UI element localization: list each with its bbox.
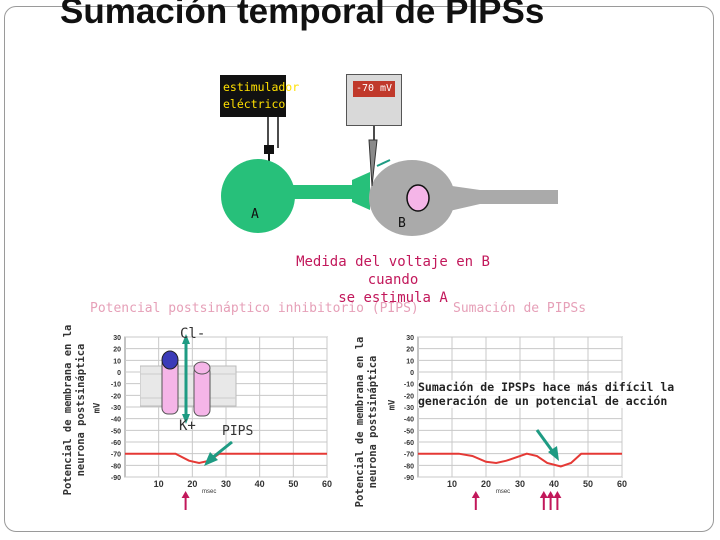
chart2-xtick-label: 50 [583,479,593,489]
diagram-caption: Medida del voltaje en B cuando se estimu… [278,253,508,307]
chart1-ytick-label: 30 [113,335,121,342]
channel-right-cap [193,361,211,375]
cl-flow-arrowhead-up [182,334,190,344]
channel-left-cap [161,350,179,370]
chart1-ytick-label: -40 [111,417,121,424]
chart2-stimulus-arrowhead [553,491,562,498]
chart1-xtick-label: 10 [154,479,164,489]
chart2-stimulus-arrowhead [539,491,548,498]
neuron-a-label: A [251,207,259,222]
chart1-ytick-label: -70 [111,452,121,459]
pips-pointer-arrow [211,440,233,460]
chart2-ytick-label: -20 [404,393,414,400]
neuron-b-axon-hillock [445,185,480,212]
slide-frame [4,6,714,532]
chart2-ytick-label: 20 [406,347,414,354]
chart1-ytick-label: -50 [111,428,121,435]
axon [285,185,360,199]
voltmeter: -70 mV [346,74,402,126]
caption-line1: Medida del voltaje en B cuando [296,254,490,288]
neuron-a-soma [221,159,295,233]
chart2-ytick-label: -90 [404,475,414,482]
chart1-ytick-label: 10 [113,358,121,365]
chart1-ytick-label: -30 [111,405,121,412]
chart2-title: Sumación de PIPSs [453,301,587,316]
chart1-ytick-label: -10 [111,382,121,389]
stimulator-box: estimulador eléctrico [220,75,300,117]
chart1-xtick-label: 40 [255,479,265,489]
neuron-b-label: B [398,216,406,231]
summation-pointer-arrow [535,429,555,453]
recording-electrode [368,139,378,187]
chart2-ytick-label: 10 [406,358,414,365]
chart2-ytick-label: -30 [404,405,414,412]
axon-terminal [352,172,370,210]
chart2-stimulus-arrowhead [546,491,555,498]
chart2-xtick-label: 20 [481,479,491,489]
chart2-xtick-label: 10 [447,479,457,489]
chart2-voltage-trace [418,452,622,468]
stimulator-label-line2: eléctrico [223,97,286,111]
chart1-xtick-label: 20 [187,479,197,489]
chart1-stimulus-arrowhead [181,491,190,498]
chart1-ytick-label: -80 [111,463,121,470]
ion-k-label: K+ [179,418,196,434]
chart2-ytick-label: -80 [404,463,414,470]
ion-cl-label: Cl- [180,326,206,342]
chart2-ytick-label: -10 [404,382,414,389]
neuron-b-nucleus [406,184,430,212]
chart2-ytick-label: 0 [410,370,414,377]
chart1-xtick-label: 50 [288,479,298,489]
chart1-ytick-label: 20 [113,347,121,354]
chart1-ytick-label: -20 [111,393,121,400]
ion-channel-illustration [140,334,237,424]
chart1-ytick-label: 0 [117,370,121,377]
recording-electrode-mark [376,159,391,167]
voltmeter-reading: -70 mV [353,81,395,97]
slide-title: Sumación temporal de PIPSs [60,0,545,31]
chart1-xtick-label: 30 [221,479,231,489]
chart1-xtick-label: 60 [322,479,332,489]
chart2-ytick-label: 30 [406,335,414,342]
summation-pointer-arrowhead [548,446,559,461]
k-flow-arrowhead-down [182,414,190,424]
chart1-xunit: msec [202,489,216,495]
chart2-ytick-label: -70 [404,452,414,459]
neuron-b-axon [478,190,558,204]
chart1-title: Potencial postsináptico inhibitorio (PIP… [90,301,419,316]
summation-annotation: Sumación de IPSPs hace más difícil la ge… [418,380,675,408]
chart2-xunit: msec [496,489,510,495]
chart2-xtick-label: 30 [515,479,525,489]
stimulator-label-line1: estimulador [223,80,300,94]
caption-line2: se estimula A [338,290,448,306]
chart1-voltage-trace [125,452,327,465]
chart1-ytick-label: -60 [111,440,121,447]
annotation-line2: generación de un potencial de acción [418,394,668,408]
pips-pointer-arrowhead [204,452,218,466]
chart2-ytick-label: -50 [404,428,414,435]
chart2-ytick-label: -40 [404,417,414,424]
chart2-ytick-label: -60 [404,440,414,447]
membrane [140,365,237,407]
chart2-xtick-label: 40 [549,479,559,489]
annotation-line1: Sumación de IPSPs hace más difícil la [418,380,675,394]
chart2-stimulus-arrowhead [471,491,480,498]
chart1-ytick-label: -90 [111,475,121,482]
pips-label: PIPS [222,424,254,439]
stimulator-electrode [264,145,274,154]
chart2-xtick-label: 60 [617,479,627,489]
